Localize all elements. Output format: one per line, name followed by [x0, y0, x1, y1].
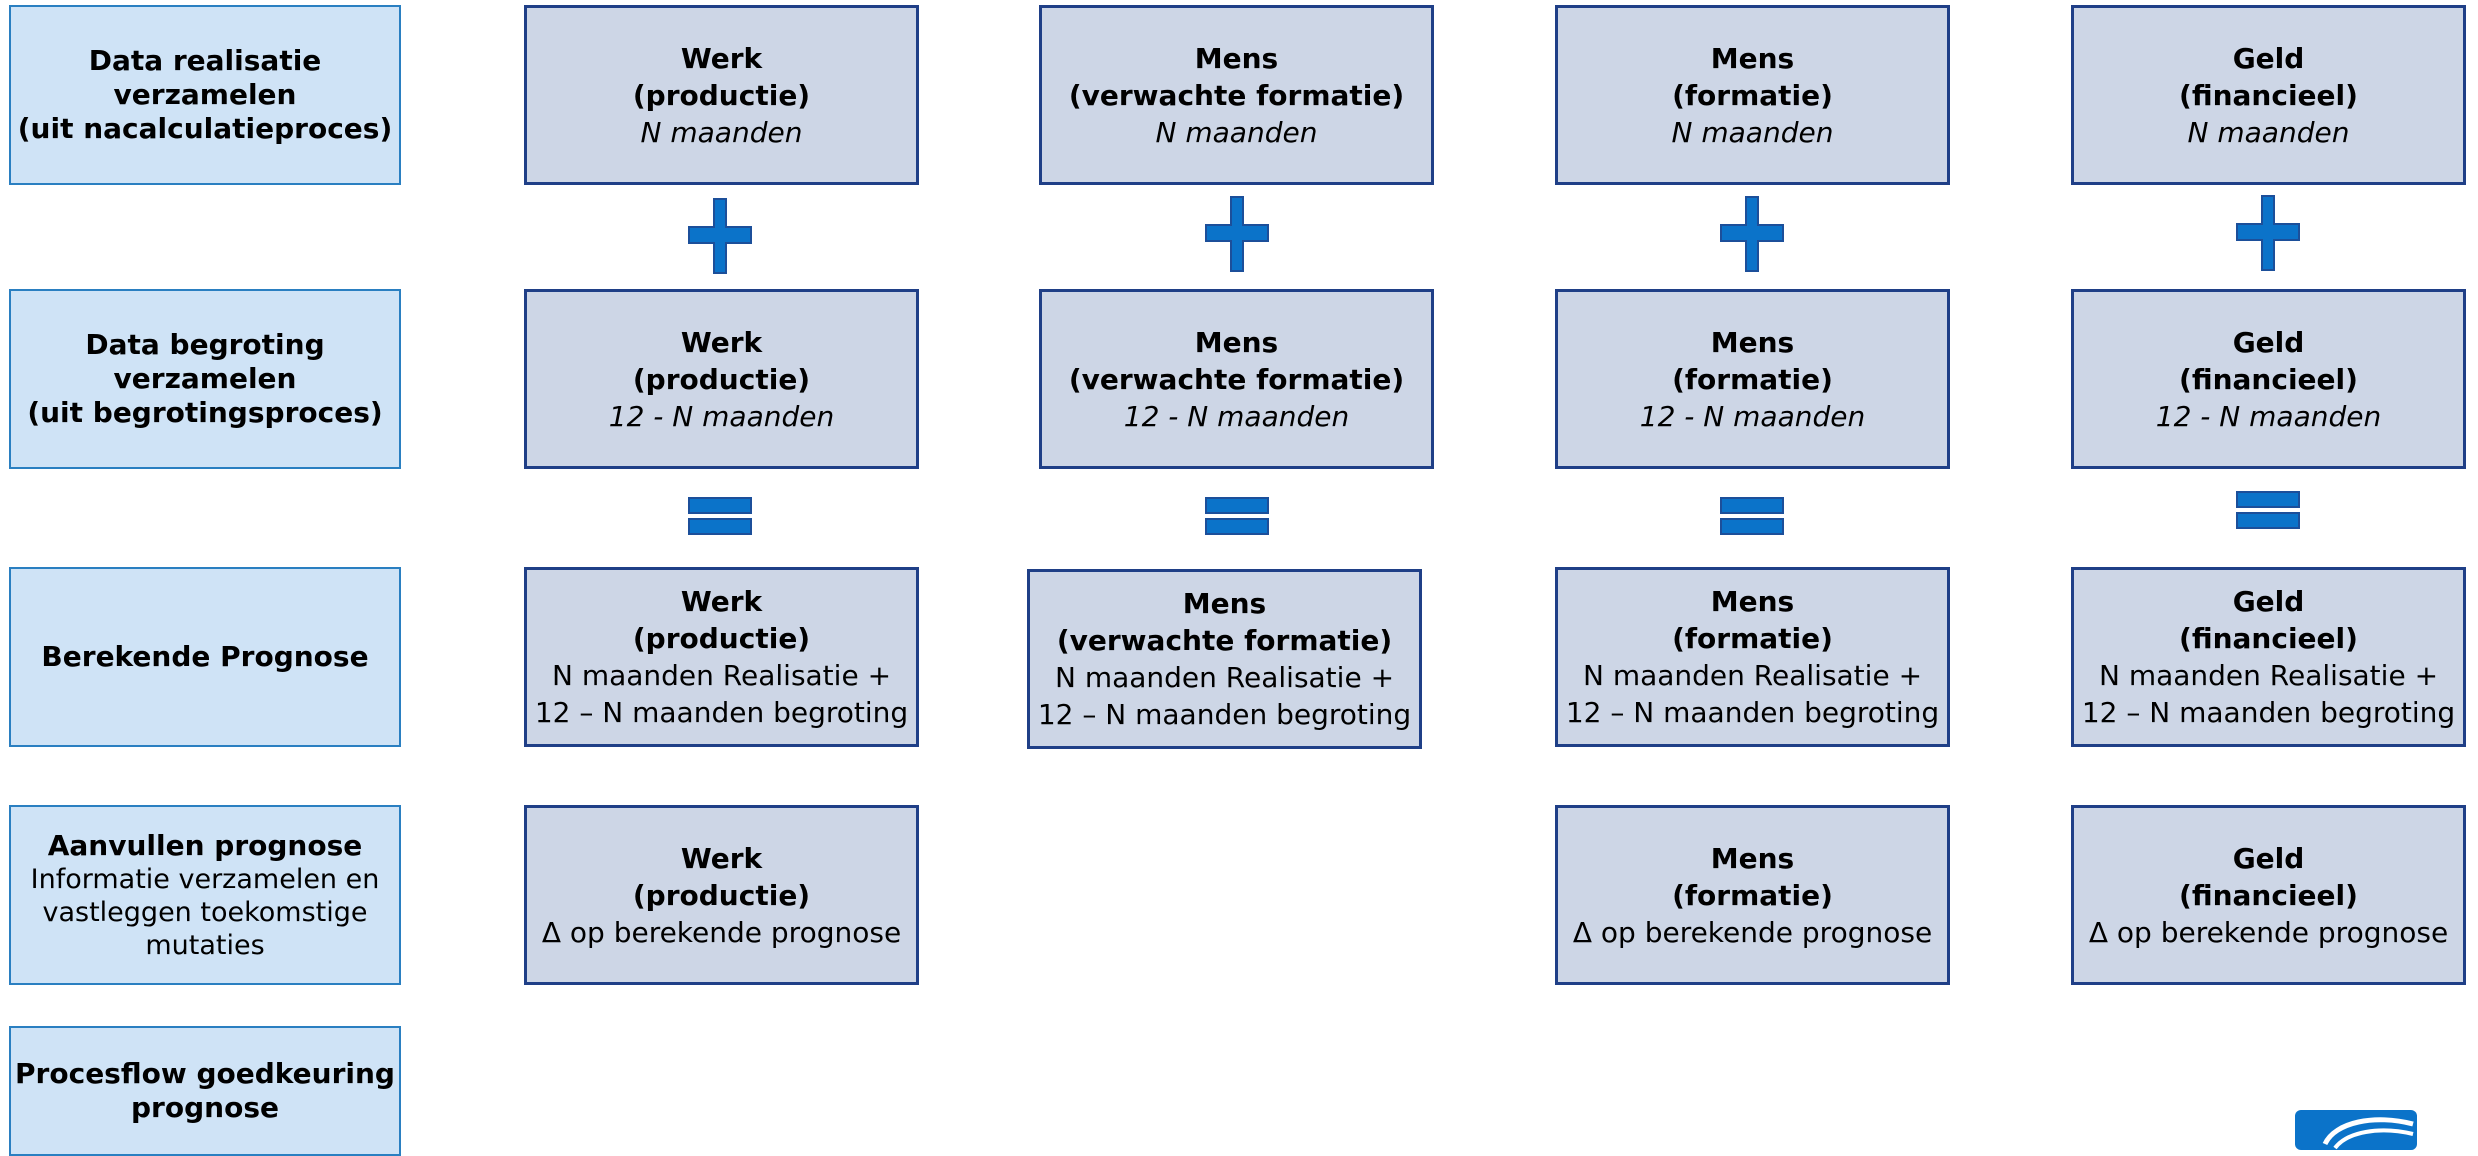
cell-title: Werk — [680, 41, 763, 75]
cell-werk-aanvullen: Werk (productie) Δ op berekende prognose — [524, 805, 919, 985]
cell-mens-verwachte-begroting: Mens (verwachte formatie) 12 - N maanden — [1039, 289, 1434, 469]
cell-geld-realisatie: Geld (financieel) N maanden — [2071, 5, 2466, 185]
cell-geld-prognose: Geld (financieel) N maanden Realisatie +… — [2071, 567, 2466, 747]
cell-mens-formatie-realisatie: Mens (formatie) N maanden — [1555, 5, 1950, 185]
cell-subtitle: (financieel) — [2179, 362, 2358, 396]
cell-subtitle: (productie) — [632, 78, 811, 112]
row-label-line: (uit begrotingsproces) — [27, 396, 383, 429]
cell-period: 12 - N maanden — [2155, 399, 2382, 433]
cell-werk-realisatie: Werk (productie) N maanden — [524, 5, 919, 185]
cell-subtitle: (financieel) — [2179, 878, 2358, 912]
cell-title: Werk — [680, 841, 763, 875]
equals-icon — [688, 497, 752, 535]
cell-subtitle: (verwachte formatie) — [1056, 624, 1393, 657]
cell-period: 12 - N maanden — [1639, 399, 1866, 433]
cell-title: Werk — [680, 585, 763, 618]
row-label-title: Aanvullen prognose — [47, 828, 363, 862]
cell-subtitle: (formatie) — [1672, 78, 1833, 112]
equals-icon — [1205, 497, 1269, 535]
cell-formula: 12 – N maanden begroting — [534, 696, 909, 729]
cell-delta: Δ op berekende prognose — [2088, 915, 2449, 949]
cell-subtitle: (productie) — [632, 622, 811, 655]
cell-period: N maanden — [1155, 115, 1318, 149]
cell-subtitle: (formatie) — [1672, 878, 1833, 912]
cell-title: Geld — [2232, 841, 2305, 875]
cell-geld-aanvullen: Geld (financieel) Δ op berekende prognos… — [2071, 805, 2466, 985]
row-label-line: (uit nacalculatieproces) — [17, 112, 393, 145]
cell-mens-verwachte-prognose: Mens (verwachte formatie) N maanden Real… — [1027, 569, 1422, 749]
cell-geld-begroting: Geld (financieel) 12 - N maanden — [2071, 289, 2466, 469]
plus-icon — [1720, 196, 1784, 272]
row-label-line: verzamelen — [113, 362, 297, 395]
cell-subtitle: (productie) — [632, 878, 811, 912]
cell-period: 12 - N maanden — [1123, 399, 1350, 433]
logo-icon — [2295, 1110, 2417, 1150]
cell-title: Mens — [1710, 325, 1795, 359]
cell-title: Geld — [2232, 325, 2305, 359]
row-label-line: verzamelen — [113, 78, 297, 111]
cell-title: Werk — [680, 325, 763, 359]
cell-formula: N maanden Realisatie + — [1582, 659, 1923, 692]
row-label-desc: Informatie verzamelen en — [30, 863, 380, 895]
cell-subtitle: (financieel) — [2179, 622, 2358, 655]
cell-werk-prognose: Werk (productie) N maanden Realisatie + … — [524, 567, 919, 747]
cell-werk-begroting: Werk (productie) 12 - N maanden — [524, 289, 919, 469]
cell-title: Mens — [1710, 41, 1795, 75]
cell-formula: N maanden Realisatie + — [1054, 661, 1395, 694]
equals-icon — [1720, 497, 1784, 535]
row-label-line: Berekende Prognose — [41, 640, 369, 673]
row-label-line: Procesflow goedkeuring — [15, 1057, 395, 1090]
plus-icon — [1205, 196, 1269, 272]
row-label-line: prognose — [131, 1091, 279, 1124]
cell-subtitle: (financieel) — [2179, 78, 2358, 112]
cell-mens-verwachte-realisatie: Mens (verwachte formatie) N maanden — [1039, 5, 1434, 185]
row-label-line: Data begroting — [85, 328, 325, 361]
row-label-procesflow: Procesflow goedkeuring prognose — [9, 1026, 401, 1156]
cell-title: Geld — [2232, 41, 2305, 75]
row-label-realisatie: Data realisatie verzamelen (uit nacalcul… — [9, 5, 401, 185]
cell-period: N maanden — [640, 115, 803, 149]
row-label-desc: mutaties — [145, 929, 265, 961]
cell-title: Mens — [1194, 325, 1279, 359]
cell-delta: Δ op berekende prognose — [541, 915, 902, 949]
cell-mens-formatie-aanvullen: Mens (formatie) Δ op berekende prognose — [1555, 805, 1950, 985]
cell-subtitle: (verwachte formatie) — [1068, 362, 1405, 396]
cell-title: Geld — [2232, 585, 2305, 618]
cell-mens-formatie-begroting: Mens (formatie) 12 - N maanden — [1555, 289, 1950, 469]
plus-icon — [688, 198, 752, 274]
equals-icon — [2236, 491, 2300, 529]
cell-subtitle: (productie) — [632, 362, 811, 396]
cell-subtitle: (formatie) — [1672, 362, 1833, 396]
cell-formula: 12 – N maanden begroting — [1037, 698, 1412, 731]
cell-title: Mens — [1182, 587, 1267, 620]
cell-title: Mens — [1194, 41, 1279, 75]
row-label-desc: vastleggen toekomstige — [42, 896, 368, 928]
row-label-begroting: Data begroting verzamelen (uit begroting… — [9, 289, 401, 469]
cell-subtitle: (formatie) — [1672, 622, 1833, 655]
row-label-line: Data realisatie — [88, 44, 322, 77]
cell-period: N maanden — [2187, 115, 2350, 149]
row-label-berekende-prognose: Berekende Prognose — [9, 567, 401, 747]
cell-title: Mens — [1710, 585, 1795, 618]
cell-formula: 12 – N maanden begroting — [1565, 696, 1940, 729]
cell-period: N maanden — [1671, 115, 1834, 149]
cell-mens-formatie-prognose: Mens (formatie) N maanden Realisatie + 1… — [1555, 567, 1950, 747]
cell-formula: N maanden Realisatie + — [551, 659, 892, 692]
cell-subtitle: (verwachte formatie) — [1068, 78, 1405, 112]
cell-title: Mens — [1710, 841, 1795, 875]
cell-period: 12 - N maanden — [608, 399, 835, 433]
plus-icon — [2236, 195, 2300, 271]
cell-formula: N maanden Realisatie + — [2098, 659, 2439, 692]
row-label-aanvullen-prognose: Aanvullen prognose Informatie verzamelen… — [9, 805, 401, 985]
cell-delta: Δ op berekende prognose — [1572, 915, 1933, 949]
cell-formula: 12 – N maanden begroting — [2081, 696, 2456, 729]
